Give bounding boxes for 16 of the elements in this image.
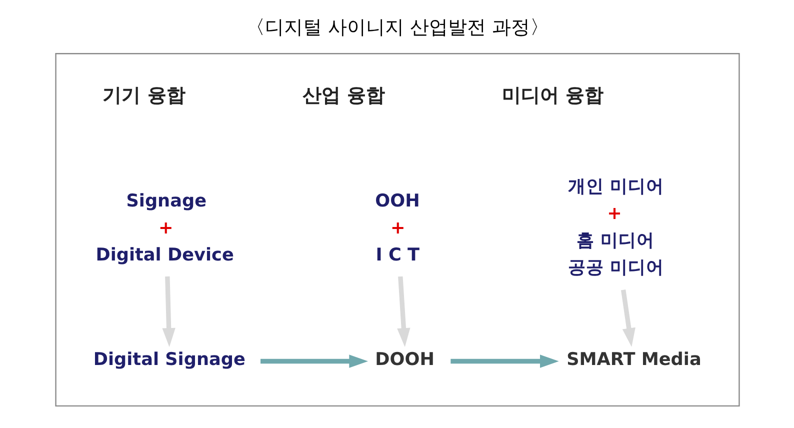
node-text: SMART Media bbox=[566, 349, 701, 370]
node-text: OOH + I C T bbox=[374, 190, 420, 265]
node-text: Signage + Digital Device bbox=[95, 190, 234, 265]
arrow bbox=[396, 276, 410, 346]
arrow bbox=[162, 276, 175, 346]
node-text: 개인 미디어 + 홈 미디어 공공 미디어 bbox=[567, 176, 664, 278]
node-text: DOOH bbox=[374, 349, 434, 370]
arrow bbox=[260, 354, 368, 368]
arrow bbox=[450, 354, 558, 368]
diagram-title: 〈디지털 사이니지 산업발전 과정〉 bbox=[246, 16, 548, 38]
label: 산업 융합 bbox=[302, 85, 384, 106]
node-text: Digital Signage bbox=[92, 349, 245, 370]
label: 미디어 융합 bbox=[502, 85, 604, 106]
arrow bbox=[620, 289, 635, 346]
label: 기기 융합 bbox=[102, 85, 185, 106]
cluster bbox=[54, 52, 740, 406]
